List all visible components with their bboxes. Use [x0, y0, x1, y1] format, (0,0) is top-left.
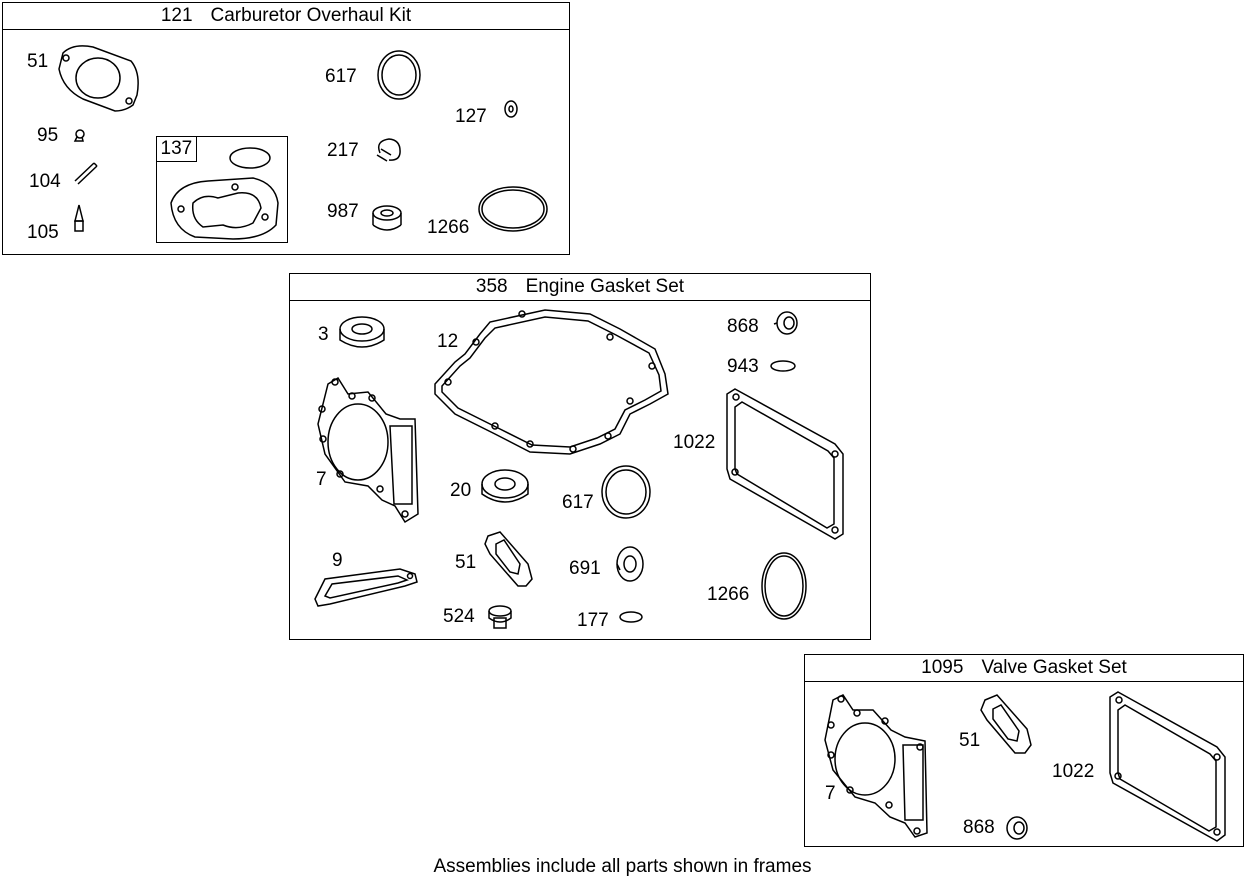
oring-1266-engine-drawing[interactable]	[761, 552, 807, 620]
oring-1266-drawing[interactable]	[478, 186, 548, 232]
label-105[interactable]: 105	[27, 222, 59, 243]
label-524[interactable]: 524	[443, 606, 475, 627]
label-1266b[interactable]: 1266	[707, 584, 750, 605]
label-20[interactable]: 20	[450, 480, 472, 501]
valve-gasket-title: 1095 Valve Gasket Set	[805, 655, 1243, 682]
valve-gasket-frame: 1095 Valve Gasket Set	[804, 654, 1244, 847]
plug-524-drawing[interactable]	[488, 605, 512, 629]
label-868[interactable]: 868	[727, 316, 759, 337]
label-3[interactable]: 3	[318, 324, 329, 345]
carburetor-kit-number[interactable]: 121	[160, 5, 193, 26]
label-7[interactable]: 7	[316, 469, 327, 490]
seal-20-drawing[interactable]	[481, 469, 529, 503]
cover-gasket-1022-valve-drawing[interactable]	[1109, 691, 1226, 842]
engine-gasket-frame: 358 Engine Gasket Set	[289, 273, 871, 640]
carburetor-kit-parts-art	[58, 45, 548, 240]
clamp-217-drawing[interactable]	[376, 138, 401, 162]
gasket-12-drawing[interactable]	[434, 309, 669, 455]
sub-assembly-137-label[interactable]: 137	[155, 135, 198, 162]
seal-617-engine-drawing[interactable]	[601, 465, 651, 519]
label-943[interactable]: 943	[727, 356, 759, 377]
needle-105-drawing[interactable]	[74, 204, 84, 232]
label-177[interactable]: 177	[577, 610, 609, 631]
gasket-51-engine-drawing[interactable]	[484, 531, 533, 587]
label-987[interactable]: 987	[327, 201, 359, 222]
engine-gasket-number[interactable]: 358	[475, 276, 508, 297]
head-gasket-7-valve-drawing[interactable]	[824, 694, 928, 838]
label-51[interactable]: 51	[27, 51, 49, 72]
label-1022c[interactable]: 1022	[1052, 761, 1095, 782]
engine-gasket-parts-art	[314, 309, 844, 629]
cover-gasket-1022-drawing[interactable]	[726, 388, 844, 540]
label-127[interactable]: 127	[455, 106, 487, 127]
seal-691-drawing[interactable]	[616, 546, 644, 582]
label-617[interactable]: 617	[325, 66, 357, 87]
engine-gasket-title: 358 Engine Gasket Set	[290, 274, 870, 301]
label-868c[interactable]: 868	[963, 817, 995, 838]
gasket-137-drawing[interactable]	[170, 177, 279, 240]
footer-note: Assemblies include all parts shown in fr…	[433, 856, 812, 877]
carburetor-kit-name: Carburetor Overhaul Kit	[210, 5, 412, 26]
label-7c[interactable]: 7	[825, 783, 836, 804]
plug-127-drawing[interactable]	[504, 100, 518, 118]
valve-gasket-number[interactable]: 1095	[921, 657, 964, 678]
engine-gasket-name: Engine Gasket Set	[525, 276, 685, 297]
head-gasket-7-drawing[interactable]	[317, 376, 419, 524]
seal-617-drawing[interactable]	[377, 50, 421, 100]
label-9[interactable]: 9	[332, 550, 343, 571]
gasket-9-drawing[interactable]	[314, 568, 418, 607]
label-691[interactable]: 691	[569, 558, 601, 579]
gasket-51-valve-drawing[interactable]	[980, 694, 1032, 754]
label-1022[interactable]: 1022	[673, 432, 716, 453]
valve-gasket-parts-art	[824, 691, 1226, 842]
label-51b[interactable]: 51	[455, 552, 477, 573]
pin-104-drawing[interactable]	[74, 162, 98, 185]
screw-95-drawing[interactable]	[73, 129, 85, 142]
label-12[interactable]: 12	[437, 331, 459, 352]
seal-868-valve-drawing[interactable]	[1006, 816, 1028, 840]
oring-943-drawing[interactable]	[770, 360, 796, 372]
label-104[interactable]: 104	[29, 171, 61, 192]
bushing-987-drawing[interactable]	[372, 205, 402, 231]
carburetor-kit-frame: 121 Carburetor Overhaul Kit 137	[2, 2, 570, 255]
seal-868-drawing[interactable]	[773, 311, 798, 335]
oring-177-drawing[interactable]	[619, 611, 643, 623]
label-95[interactable]: 95	[37, 125, 59, 146]
sub-assembly-137-box: 137	[155, 135, 288, 243]
carburetor-kit-title: 121 Carburetor Overhaul Kit	[3, 3, 569, 30]
label-51c[interactable]: 51	[959, 730, 981, 751]
valve-gasket-name: Valve Gasket Set	[981, 657, 1127, 678]
oring-137-drawing[interactable]	[229, 147, 271, 169]
seal-3-drawing[interactable]	[339, 316, 385, 348]
gasket-51-drawing[interactable]	[58, 45, 139, 112]
label-617b[interactable]: 617	[562, 492, 594, 513]
label-1266[interactable]: 1266	[427, 217, 470, 238]
label-217[interactable]: 217	[327, 140, 359, 161]
